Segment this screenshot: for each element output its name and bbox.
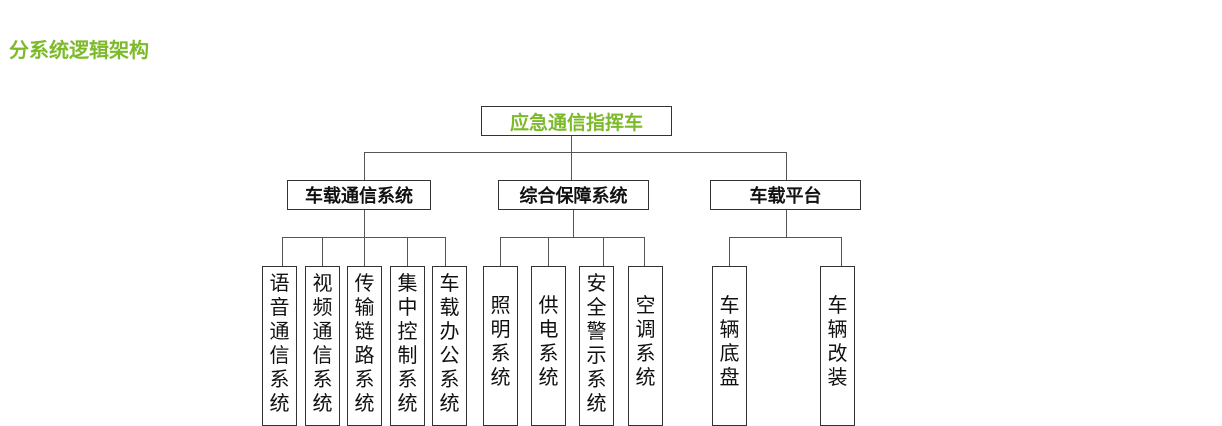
group-node-support: 综合保障系统 <box>498 180 649 210</box>
connector <box>364 210 365 238</box>
connector <box>786 210 787 238</box>
connector <box>364 152 787 153</box>
connector <box>729 237 842 238</box>
leaf-node: 集中控制系统 <box>390 266 425 426</box>
connector <box>786 152 787 180</box>
leaf-label: 安全警示系统 <box>586 271 607 415</box>
leaf-label: 车辆底盘 <box>719 293 740 389</box>
connector <box>282 237 283 266</box>
connector <box>364 152 365 180</box>
leaf-node: 传输链路系统 <box>347 266 382 426</box>
leaf-node: 车载办公系统 <box>432 266 467 426</box>
connector <box>364 237 365 266</box>
leaf-node: 车辆改装 <box>820 266 855 426</box>
connector <box>644 237 645 266</box>
leaf-label: 供电系统 <box>538 293 559 389</box>
leaf-node: 视频通信系统 <box>305 266 340 426</box>
leaf-label: 语音通信系统 <box>269 271 290 415</box>
leaf-node: 语音通信系统 <box>262 266 297 426</box>
connector <box>500 237 501 266</box>
connector <box>729 237 730 266</box>
connector <box>603 237 604 266</box>
leaf-label: 视频通信系统 <box>312 271 333 415</box>
leaf-node: 安全警示系统 <box>579 266 614 426</box>
leaf-label: 车载办公系统 <box>439 271 460 415</box>
leaf-node: 供电系统 <box>531 266 566 426</box>
connector <box>571 152 572 180</box>
connector <box>571 136 572 153</box>
connector <box>445 237 446 266</box>
leaf-label: 照明系统 <box>490 293 511 389</box>
root-node: 应急通信指挥车 <box>481 106 672 136</box>
leaf-label: 集中控制系统 <box>397 271 418 415</box>
leaf-node: 车辆底盘 <box>712 266 747 426</box>
group-node-platform: 车载平台 <box>710 180 861 210</box>
leaf-label: 传输链路系统 <box>354 271 375 415</box>
connector <box>548 237 549 266</box>
leaf-label: 车辆改装 <box>827 293 848 389</box>
leaf-node: 空调系统 <box>628 266 663 426</box>
connector <box>841 237 842 266</box>
group-node-communication: 车载通信系统 <box>287 180 431 210</box>
connector <box>500 237 645 238</box>
leaf-node: 照明系统 <box>483 266 518 426</box>
section-title: 分系统逻辑架构 <box>9 38 149 62</box>
connector <box>573 210 574 238</box>
connector <box>322 237 323 266</box>
connector <box>407 237 408 266</box>
leaf-label: 空调系统 <box>635 293 656 389</box>
